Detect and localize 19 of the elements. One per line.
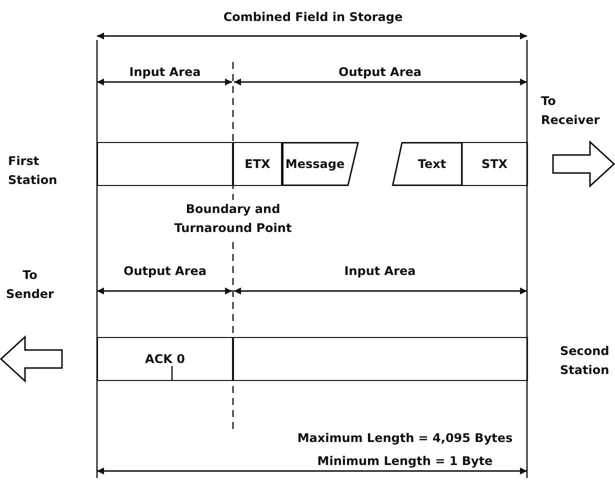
dimension-label: Input Area — [343, 263, 417, 280]
field-cell: Text — [392, 142, 462, 186]
dimension-label: Maximum Length = 4,095 Bytes — [296, 430, 514, 447]
field-cell: ETX — [233, 142, 282, 186]
dimension-label: Combined Field in Storage — [222, 9, 404, 26]
field-segment — [233, 337, 528, 381]
direction-label: To Sender — [5, 267, 55, 303]
boundary-label: Boundary and Turnaround Point — [173, 200, 293, 238]
field-cell: Message — [282, 142, 358, 186]
dimension-label: Output Area — [338, 64, 422, 81]
station-label: Second Station — [560, 343, 610, 379]
direction-label: To Receiver — [541, 93, 601, 129]
station-label: First Station — [8, 153, 58, 189]
dimension-label: Minimum Length = 1 Byte — [316, 453, 494, 470]
field-segment — [97, 142, 233, 186]
dimension-label: Output Area — [122, 263, 208, 280]
field-cell: ACK 0 — [97, 337, 233, 381]
dimension-label: Input Area — [128, 64, 202, 81]
field-cell: STX — [461, 142, 528, 186]
